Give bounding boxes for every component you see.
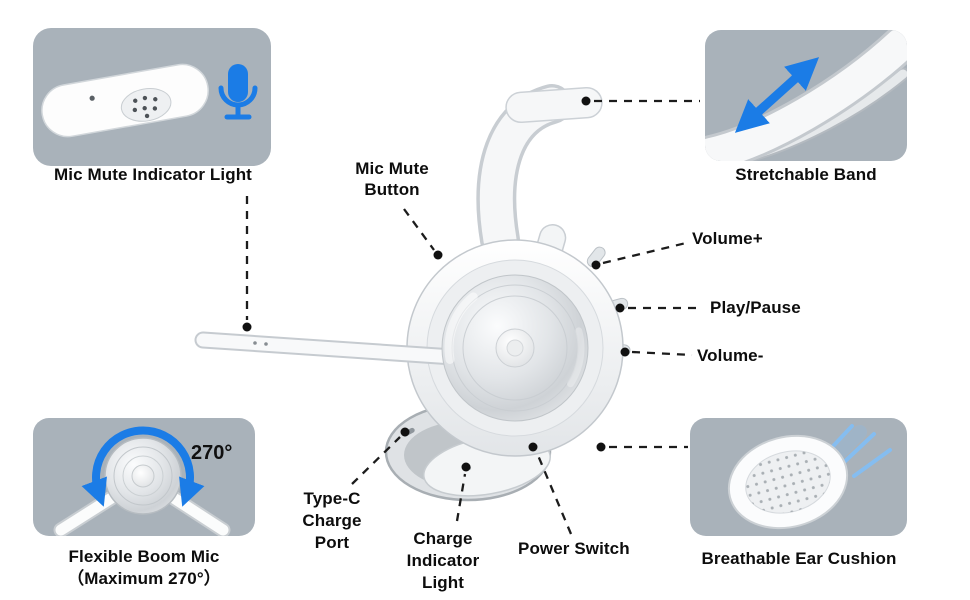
connector-lines: [242, 96, 703, 535]
volume-down-button: [607, 342, 631, 357]
label-mic-mute-button: Mic Mute Button: [355, 159, 429, 199]
ear-cushion-closeup: [727, 424, 892, 530]
label-type-c-charge-port: Type-C Charge Port: [302, 489, 362, 552]
inset-stretchable-band-image: [705, 30, 907, 161]
boom-pivot-closeup: [53, 426, 231, 536]
headband: [476, 84, 603, 260]
connector-power-switch: [535, 452, 573, 535]
power-switch-control: [524, 442, 535, 450]
label-mic-mute-indicator: Mic Mute Indicator Light: [54, 165, 252, 184]
boom-mic-end: [41, 63, 209, 138]
stretch-arrows-icon: [734, 57, 820, 133]
boom-mic: [194, 331, 477, 367]
band-closeup: [705, 30, 907, 161]
far-ear-cushion: [384, 402, 552, 502]
microphone-icon: [218, 64, 258, 120]
side-buttons: [586, 246, 631, 357]
charge-indicator-led: [462, 466, 471, 470]
connector-volume-plus: [602, 241, 687, 265]
inset-mic-mute-indicator-image: [33, 28, 271, 166]
label-play-pause: Play/Pause: [710, 298, 801, 317]
inset-flexible-boom-image: 270°: [33, 418, 255, 536]
connector-type-c: [351, 436, 401, 485]
label-flexible-boom-mic: Flexible Boom Mic （Maximum 270°）: [67, 547, 221, 588]
inset-ear-cushion-image: [690, 418, 907, 536]
ear-cushion: [727, 434, 849, 530]
bottom-housing: [423, 435, 551, 497]
label-volume-minus: Volume-: [697, 346, 764, 365]
label-volume-plus: Volume+: [692, 229, 763, 248]
label-stretchable-band: Stretchable Band: [735, 165, 877, 184]
ear-cup: [406, 239, 624, 457]
volume-up-button: [586, 246, 606, 268]
rotation-arc-icon: [81, 426, 205, 507]
ear-cup-plate: [441, 274, 589, 422]
connector-mic-mute-button: [403, 208, 435, 251]
hinge: [527, 224, 567, 290]
label-charge-indicator-light: Charge Indicator Light: [406, 529, 480, 592]
label-breathable-ear-cushion: Breathable Ear Cushion: [701, 549, 897, 568]
connector-charge-indicator: [455, 473, 467, 522]
play-pause-button: [605, 297, 629, 313]
rotation-angle-text: 270°: [191, 442, 233, 464]
type-c-port: [402, 427, 415, 437]
label-power-switch: Power Switch: [518, 539, 630, 558]
mic-end-closeup: [41, 63, 258, 138]
connector-volume-minus: [631, 350, 693, 357]
